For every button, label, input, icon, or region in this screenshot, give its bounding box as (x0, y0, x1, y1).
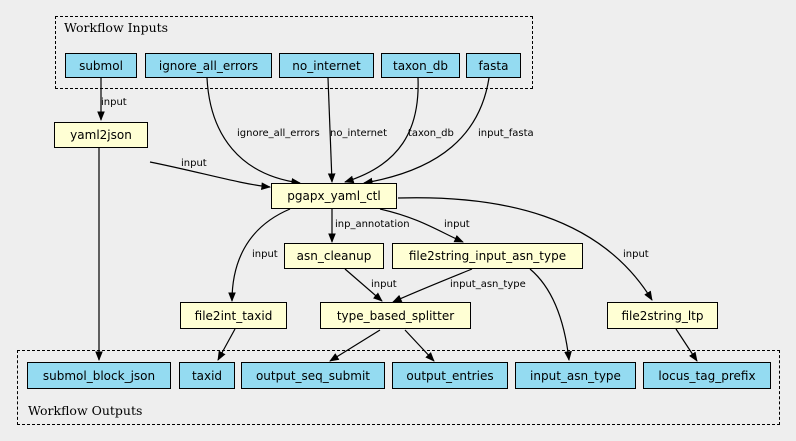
edge-label-fasta-pgapx: input_fasta (478, 128, 534, 139)
node-output-entries[interactable]: output_entries (392, 362, 508, 389)
edge-label-yaml2json-pgapx: input (181, 158, 207, 169)
node-file2string-ltp[interactable]: file2string_ltp (607, 302, 718, 329)
node-input-asn-type[interactable]: input_asn_type (515, 362, 636, 389)
edge-f2i-taxid-taxid (217, 328, 236, 361)
edge-taxondb-pgapx (344, 77, 419, 184)
node-type-based-splitter[interactable]: type_based_splitter (320, 302, 471, 329)
workflow-inputs-label: Workflow Inputs (64, 20, 169, 35)
node-pgapx-yaml-ctl[interactable]: pgapx_yaml_ctl (271, 183, 397, 209)
edge-pgapx-f2s-asn (379, 208, 464, 243)
node-taxon-db[interactable]: taxon_db (381, 53, 460, 78)
node-asn-cleanup[interactable]: asn_cleanup (284, 243, 384, 269)
node-no-internet[interactable]: no_internet (279, 53, 374, 78)
edge-yaml2json-pgapx (149, 161, 271, 190)
edge-label-taxondb-pgapx: taxon_db (408, 128, 454, 139)
node-submol-block-json[interactable]: submol_block_json (27, 362, 171, 389)
workflow-outputs-cluster: Workflow Outputs (17, 350, 780, 425)
node-ignore-all-errors[interactable]: ignore_all_errors (145, 53, 272, 78)
edge-pgapx-f2s-ltp (397, 197, 653, 301)
workflow-outputs-label: Workflow Outputs (28, 403, 143, 418)
edge-label-nointernet-pgapx: no_internet (330, 128, 387, 139)
edge-pgapx-f2i-taxid (228, 208, 291, 302)
edge-f2s-asn-inputasntype (529, 268, 572, 361)
edge-ignore-pgapx (206, 77, 301, 186)
node-locus-tag-prefix[interactable]: locus_tag_prefix (643, 362, 771, 389)
node-file2int-taxid[interactable]: file2int_taxid (180, 302, 287, 329)
edge-f2s-asn-splitter (392, 268, 473, 303)
node-yaml2json[interactable]: yaml2json (54, 122, 148, 148)
edge-label-submol-yaml2json: input (101, 97, 127, 108)
edge-f2s-ltp-locus (675, 328, 698, 362)
node-submol[interactable]: submol (65, 53, 137, 78)
edge-fasta-pgapx (363, 77, 490, 186)
workflow-inputs-cluster: Workflow Inputs (55, 16, 533, 89)
edge-label-f2s-asn-splitter: input_asn_type (450, 279, 526, 290)
edge-label-pgapx-f2i-taxid: input (252, 249, 278, 260)
edge-label-pgapx-f2s-ltp: input (623, 249, 649, 260)
edge-label-ignore-pgapx: ignore_all_errors (237, 128, 320, 139)
edge-splitter-outentries (404, 329, 435, 362)
edge-splitter-outseq (329, 329, 381, 362)
edge-nointernet-pgapx (327, 77, 336, 183)
node-taxid[interactable]: taxid (179, 362, 235, 389)
node-file2string-input-asn-type[interactable]: file2string_input_asn_type (392, 243, 583, 269)
edge-label-asncleanup-splitter: input (371, 279, 397, 290)
node-output-seq-submit[interactable]: output_seq_submit (241, 362, 385, 389)
edge-label-pgapx-f2s-asn: input (444, 219, 470, 230)
edge-label-pgapx-asncleanup: inp_annotation (335, 219, 410, 230)
node-fasta[interactable]: fasta (466, 53, 521, 78)
edge-asncleanup-splitter (344, 268, 383, 302)
